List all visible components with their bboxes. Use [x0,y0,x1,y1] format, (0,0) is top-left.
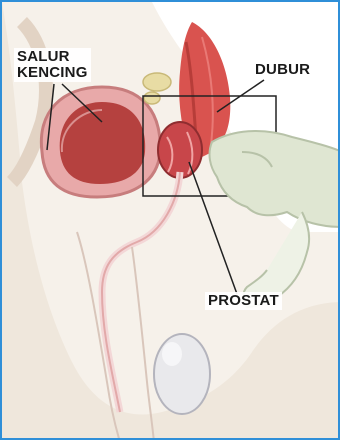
testis [154,334,210,414]
label-salur-line2: KENCING [17,65,88,81]
prostate-gland [158,122,202,178]
bladder-inner [60,102,145,184]
label-salur-kencing: SALUR KENCING [14,48,91,82]
seminal-vesicle [143,73,171,91]
seminal-vesicle-lower [144,92,160,104]
label-salur-line1: SALUR [17,49,88,65]
label-dubur: DUBUR [252,61,313,79]
testis-highlight [162,342,182,366]
label-prostat: PROSTAT [205,292,282,310]
